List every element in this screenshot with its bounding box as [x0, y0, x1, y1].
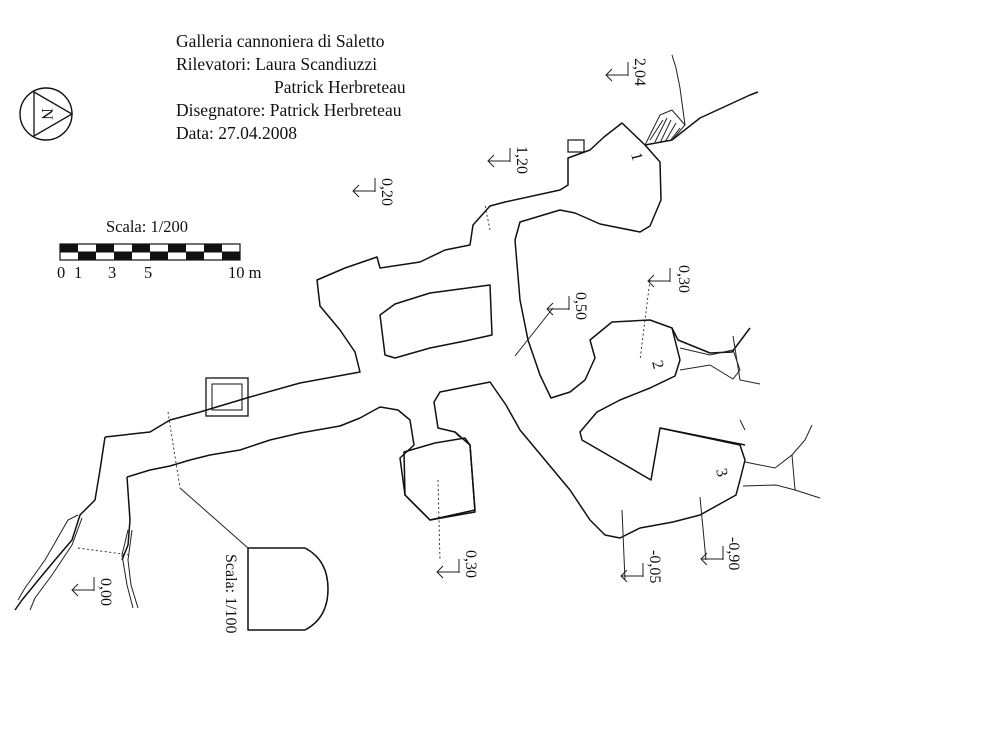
elevation-label-minus-0-90: -0,90 [725, 537, 742, 570]
room-label-1: 1 [627, 151, 645, 163]
scale-tick-1: 1 [74, 263, 83, 282]
elevation-arrow-0-20 [352, 178, 376, 198]
elevation-arrow-minus-0-05 [620, 563, 644, 583]
north-arrow: N [19, 87, 74, 141]
room-label-3: 3 [712, 467, 730, 479]
north-arrow-label: N [38, 108, 55, 120]
scale-tick-10m: 10 m [228, 263, 262, 282]
elevation-label-0-20: 0,20 [378, 178, 395, 206]
surveyors-line-2: Patrick Herbreteau [274, 77, 406, 97]
pillar-lower [403, 437, 476, 521]
date-line: Data: 27.04.2008 [176, 123, 298, 143]
surveyors-line-1: Rilevatori: Laura Scandiuzzi [176, 54, 378, 74]
scale-tick-3: 3 [108, 263, 117, 282]
cross-section-profile [247, 547, 329, 631]
pillar-blocks [379, 284, 493, 521]
drafter-line: Disegnatore: Patrick Herbreteau [176, 100, 402, 120]
elevation-arrow-0-30-upper [647, 268, 671, 288]
map-title: Galleria cannoniera di Saletto [176, 31, 385, 51]
elevation-arrow-1-20 [487, 148, 511, 168]
section-scale-label: Scala: 1/100 [222, 554, 239, 634]
elevation-arrows [71, 62, 724, 597]
elevation-label-minus-0-05: -0,05 [646, 550, 663, 583]
room-label-2: 2 [648, 359, 666, 371]
section-lines [77, 204, 746, 581]
elevation-arrow-2-04 [605, 62, 629, 82]
elevation-label-0-30-lower: 0,30 [462, 550, 479, 578]
elevation-arrow-0-50 [546, 296, 570, 316]
elevation-arrow-0-00 [71, 577, 95, 597]
scale-tick-0: 0 [57, 263, 66, 282]
elevation-label-0-30-upper: 0,30 [675, 265, 692, 293]
structural-features [17, 54, 686, 611]
elevation-label-0-50: 0,50 [572, 292, 589, 320]
elevation-arrow-0-30-lower [436, 559, 460, 579]
elevation-arrow-minus-0-90 [700, 546, 724, 566]
scale-title: Scala: 1/200 [106, 217, 189, 236]
title-block: Galleria cannoniera di Saletto Rilevator… [176, 30, 406, 145]
scale-bar [59, 243, 241, 261]
pillar-central [379, 284, 493, 359]
elevation-label-0-00: 0,00 [97, 578, 114, 606]
elevation-label-1-20: 1,20 [513, 146, 530, 174]
scale-tick-5: 5 [144, 263, 153, 282]
elevation-label-2-04: 2,04 [631, 58, 648, 86]
